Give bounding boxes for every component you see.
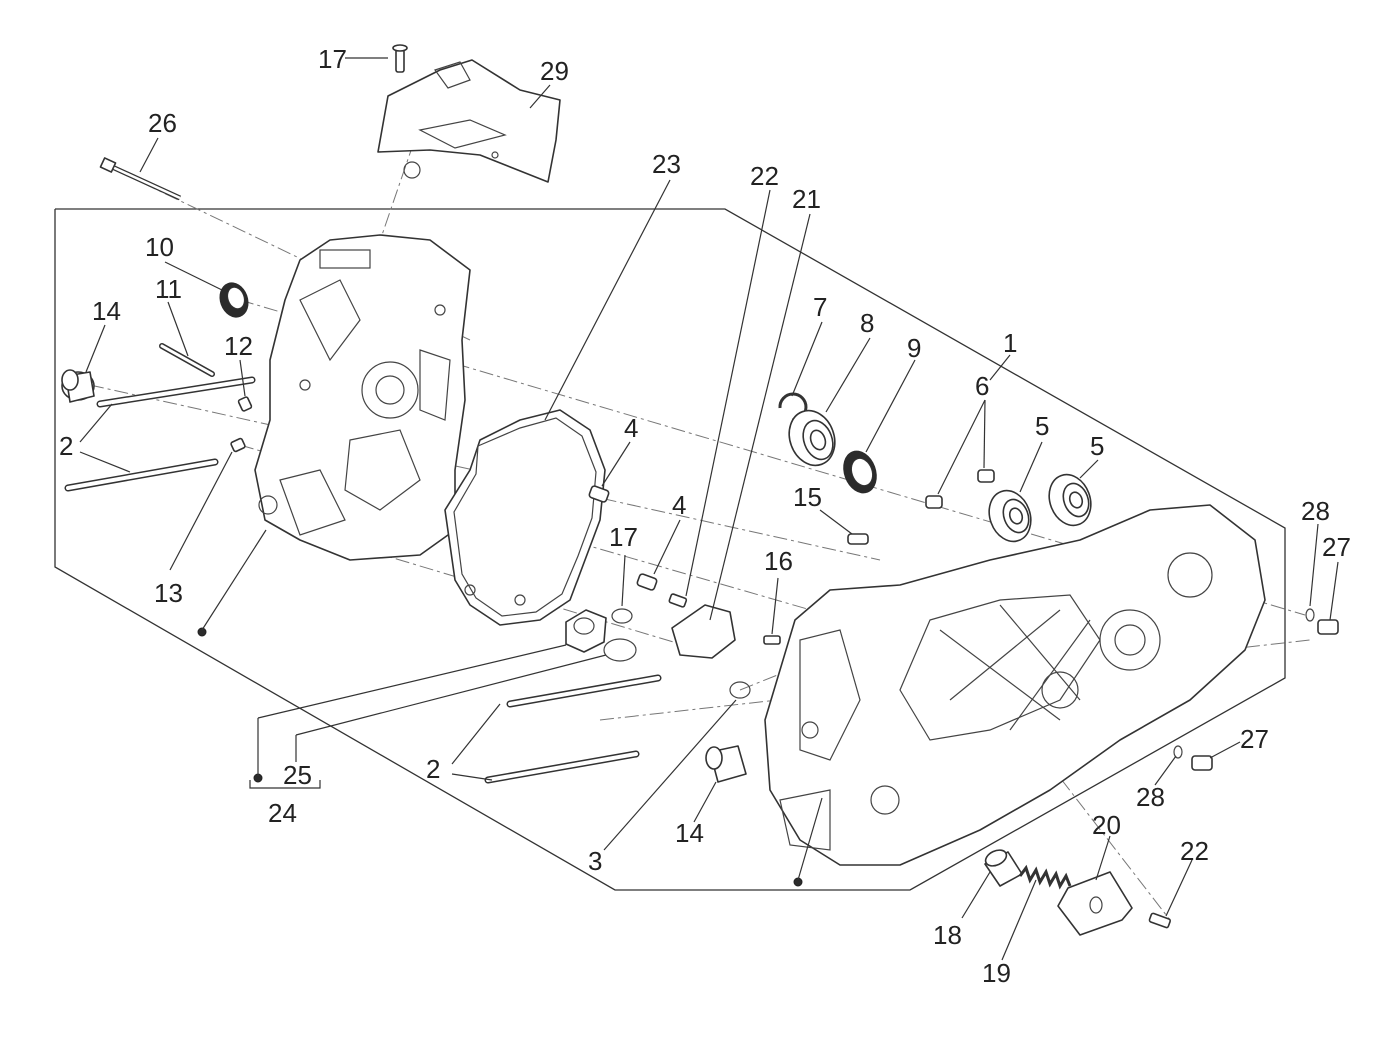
bracket-24 <box>249 780 321 789</box>
cylinder-18 <box>984 849 1023 887</box>
jet-15 <box>847 533 869 545</box>
label-27: 27 <box>1322 532 1351 562</box>
label-5: 5 <box>1035 411 1049 441</box>
bolt-26 <box>99 157 182 201</box>
label-17: 17 <box>318 44 347 74</box>
label-2: 2 <box>59 431 73 461</box>
engine-cover-part <box>377 59 561 183</box>
label-5: 5 <box>1090 431 1104 461</box>
label-23: 23 <box>652 149 681 179</box>
label-9: 9 <box>907 333 921 363</box>
stud-2-upper-center <box>506 674 662 708</box>
o-ring-25 <box>603 638 637 662</box>
washer-3 <box>729 681 751 699</box>
bush-14-left <box>61 369 95 403</box>
o-ring-17-center <box>611 608 633 624</box>
label-24: 24 <box>268 798 297 828</box>
screw-27-upper <box>1317 619 1339 635</box>
oil-seal-9 <box>843 450 877 494</box>
label-11: 11 <box>155 274 182 304</box>
oil-seal-10 <box>219 282 249 318</box>
label-3: 3 <box>588 846 602 876</box>
dowel-4-upper <box>588 485 610 503</box>
reference-dot-left <box>197 627 207 637</box>
label-8: 8 <box>860 308 874 338</box>
label-22: 22 <box>750 161 779 191</box>
label-2: 2 <box>426 754 440 784</box>
screw-27-lower <box>1191 755 1213 771</box>
callout-labels: 1 2 2 3 4 4 5 5 6 7 8 9 10 11 12 13 14 1… <box>59 44 1351 988</box>
plate-20 <box>1057 871 1133 936</box>
dowel-6-upper <box>977 469 995 483</box>
label-25: 25 <box>283 760 312 790</box>
gasket-23 <box>444 409 606 626</box>
left-crankcase-half <box>254 234 471 561</box>
washer-28-upper <box>1305 608 1315 622</box>
label-16: 16 <box>764 546 793 576</box>
stud-2-lower-center <box>484 750 640 784</box>
stud-2-upper-left <box>96 376 256 408</box>
label-28: 28 <box>1136 782 1165 812</box>
label-4: 4 <box>624 413 638 443</box>
dowel-12 <box>237 396 253 412</box>
washer-28-lower <box>1173 745 1183 759</box>
label-15: 15 <box>793 482 822 512</box>
label-26: 26 <box>148 108 177 138</box>
leader-lines <box>79 57 1339 961</box>
label-12: 12 <box>224 331 253 361</box>
label-1: 1 <box>1003 328 1017 358</box>
label-28: 28 <box>1301 496 1330 526</box>
right-crankcase-half <box>764 504 1266 866</box>
spring-19 <box>1018 864 1072 890</box>
label-6: 6 <box>975 371 989 401</box>
label-14: 14 <box>675 818 704 848</box>
assembly-frame <box>54 208 1286 891</box>
label-29: 29 <box>540 56 569 86</box>
bush-14-center <box>705 745 747 783</box>
label-20: 20 <box>1092 810 1121 840</box>
label-17: 17 <box>609 522 638 552</box>
label-10: 10 <box>145 232 174 262</box>
pin-11 <box>159 343 215 377</box>
dowel-4-lower <box>636 573 658 591</box>
label-21: 21 <box>792 184 821 214</box>
label-13: 13 <box>154 578 183 608</box>
label-14: 14 <box>92 296 121 326</box>
screw-17-top <box>392 44 408 73</box>
dowel-6-lower <box>925 495 943 509</box>
bearing-5-left <box>988 489 1032 543</box>
screw-22-lower <box>1148 912 1172 929</box>
dowel-13 <box>230 437 246 453</box>
label-19: 19 <box>982 958 1011 988</box>
label-4: 4 <box>672 490 686 520</box>
oil-pump-fitting-24 <box>565 609 607 653</box>
screw-22-upper <box>668 593 688 608</box>
bearing-5-right <box>1048 473 1092 527</box>
label-7: 7 <box>813 292 827 322</box>
label-27: 27 <box>1240 724 1269 754</box>
label-18: 18 <box>933 920 962 950</box>
label-22: 22 <box>1180 836 1209 866</box>
stud-2-lower-left <box>64 458 219 492</box>
bearing-8 <box>788 409 836 467</box>
plate-21 <box>671 604 736 659</box>
screw-16 <box>763 635 781 645</box>
